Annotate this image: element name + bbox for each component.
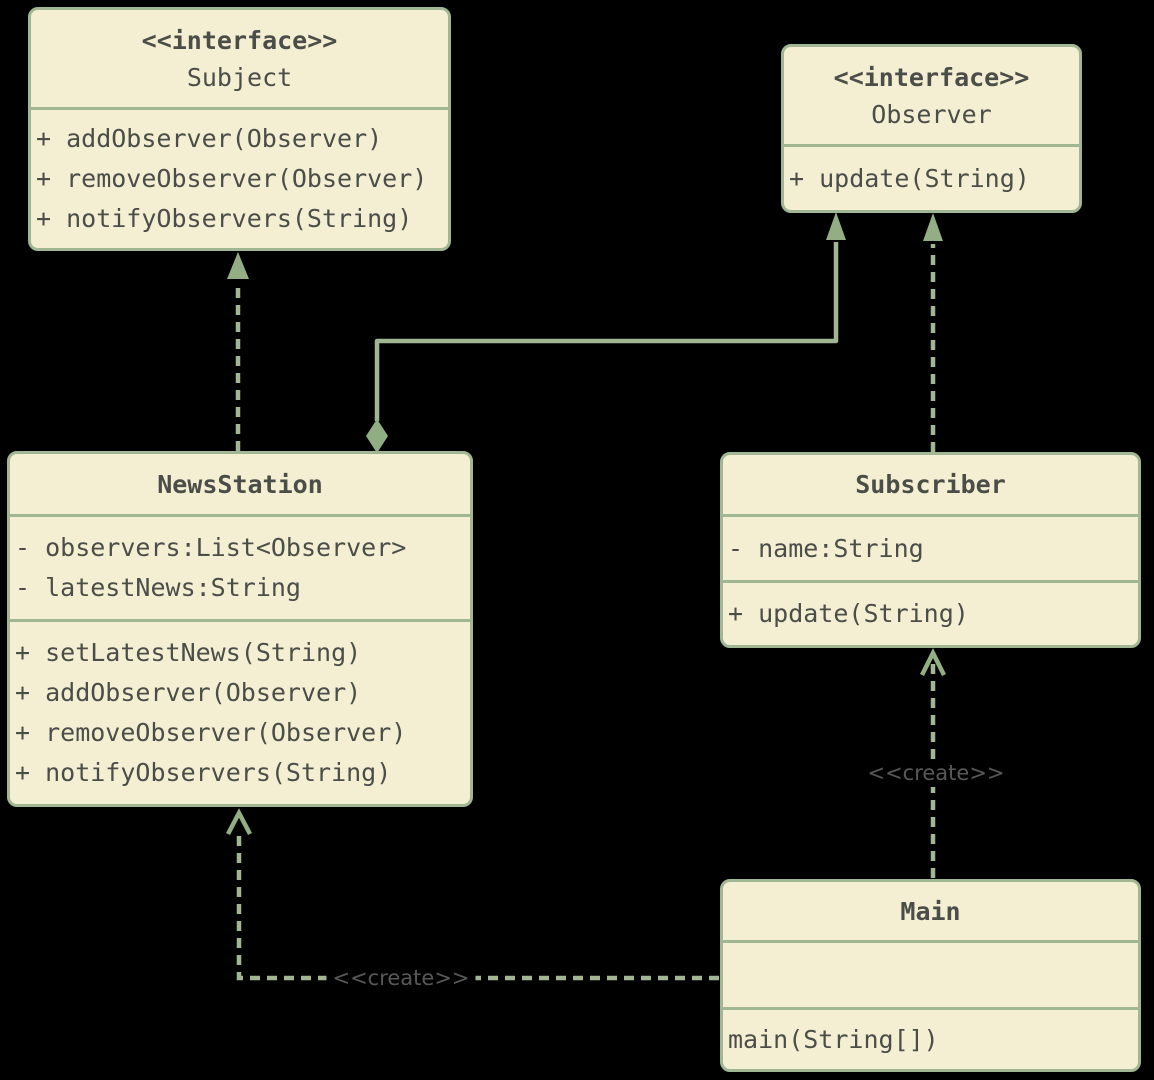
open-arrowhead [226,808,252,836]
class-name: Subscriber [855,470,1006,499]
class-name: NewsStation [157,469,323,499]
create-stereotype-label: <<create>> [861,759,1011,787]
method-row: + notifyObservers(String) [15,758,392,787]
method-row: + removeObserver(Observer) [15,718,407,747]
realization-edge-newsstation-to-subject [227,252,249,451]
open-arrowhead [919,647,947,677]
method-row: + addObserver(Observer) [15,678,362,707]
method-row: main(String[]) [728,1024,939,1054]
realization-edge-subscriber-to-observer [923,213,943,452]
method-row: + removeObserver(Observer) [36,164,428,193]
class-box-subject: <<interface>> Subject + addObserver(Obse… [28,7,451,251]
triangle-arrowhead [826,212,846,240]
class-name: Main [900,896,961,926]
attribute-row: - observers:List<Observer> [15,533,407,562]
class-box-main: Main main(String[]) [720,879,1141,1072]
class-box-subscriber: Subscriber - name:String + update(String… [720,452,1141,648]
attribute-row: - latestNews:String [15,573,301,602]
triangle-arrowhead [923,213,943,241]
empty-attributes-section [723,943,1138,1010]
class-box-observer: <<interface>> Observer + update(String) [781,44,1082,213]
triangle-arrowhead [227,252,249,279]
class-name: Subject [186,62,293,92]
composition-edge-newsstation-to-observer [366,212,846,453]
create-stereotype-label: <<create>> [326,964,476,992]
method-row: + addObserver(Observer) [36,124,383,153]
create-edge-main-to-newsstation [226,808,719,981]
composition-diamond-icon [366,419,388,453]
method-row: + update(String) [728,599,969,628]
class-name: Observer [871,99,992,129]
method-row: + setLatestNews(String) [15,638,362,667]
method-row: + update(String) [789,163,1030,193]
attribute-row: - name:String [728,533,924,563]
class-stereotype: <<interface>> [833,62,1030,92]
method-row: + notifyObservers(String) [36,204,413,233]
class-box-newsstation: NewsStation - observers:List<Observer> -… [7,451,473,807]
class-stereotype: <<interface>> [141,25,338,55]
